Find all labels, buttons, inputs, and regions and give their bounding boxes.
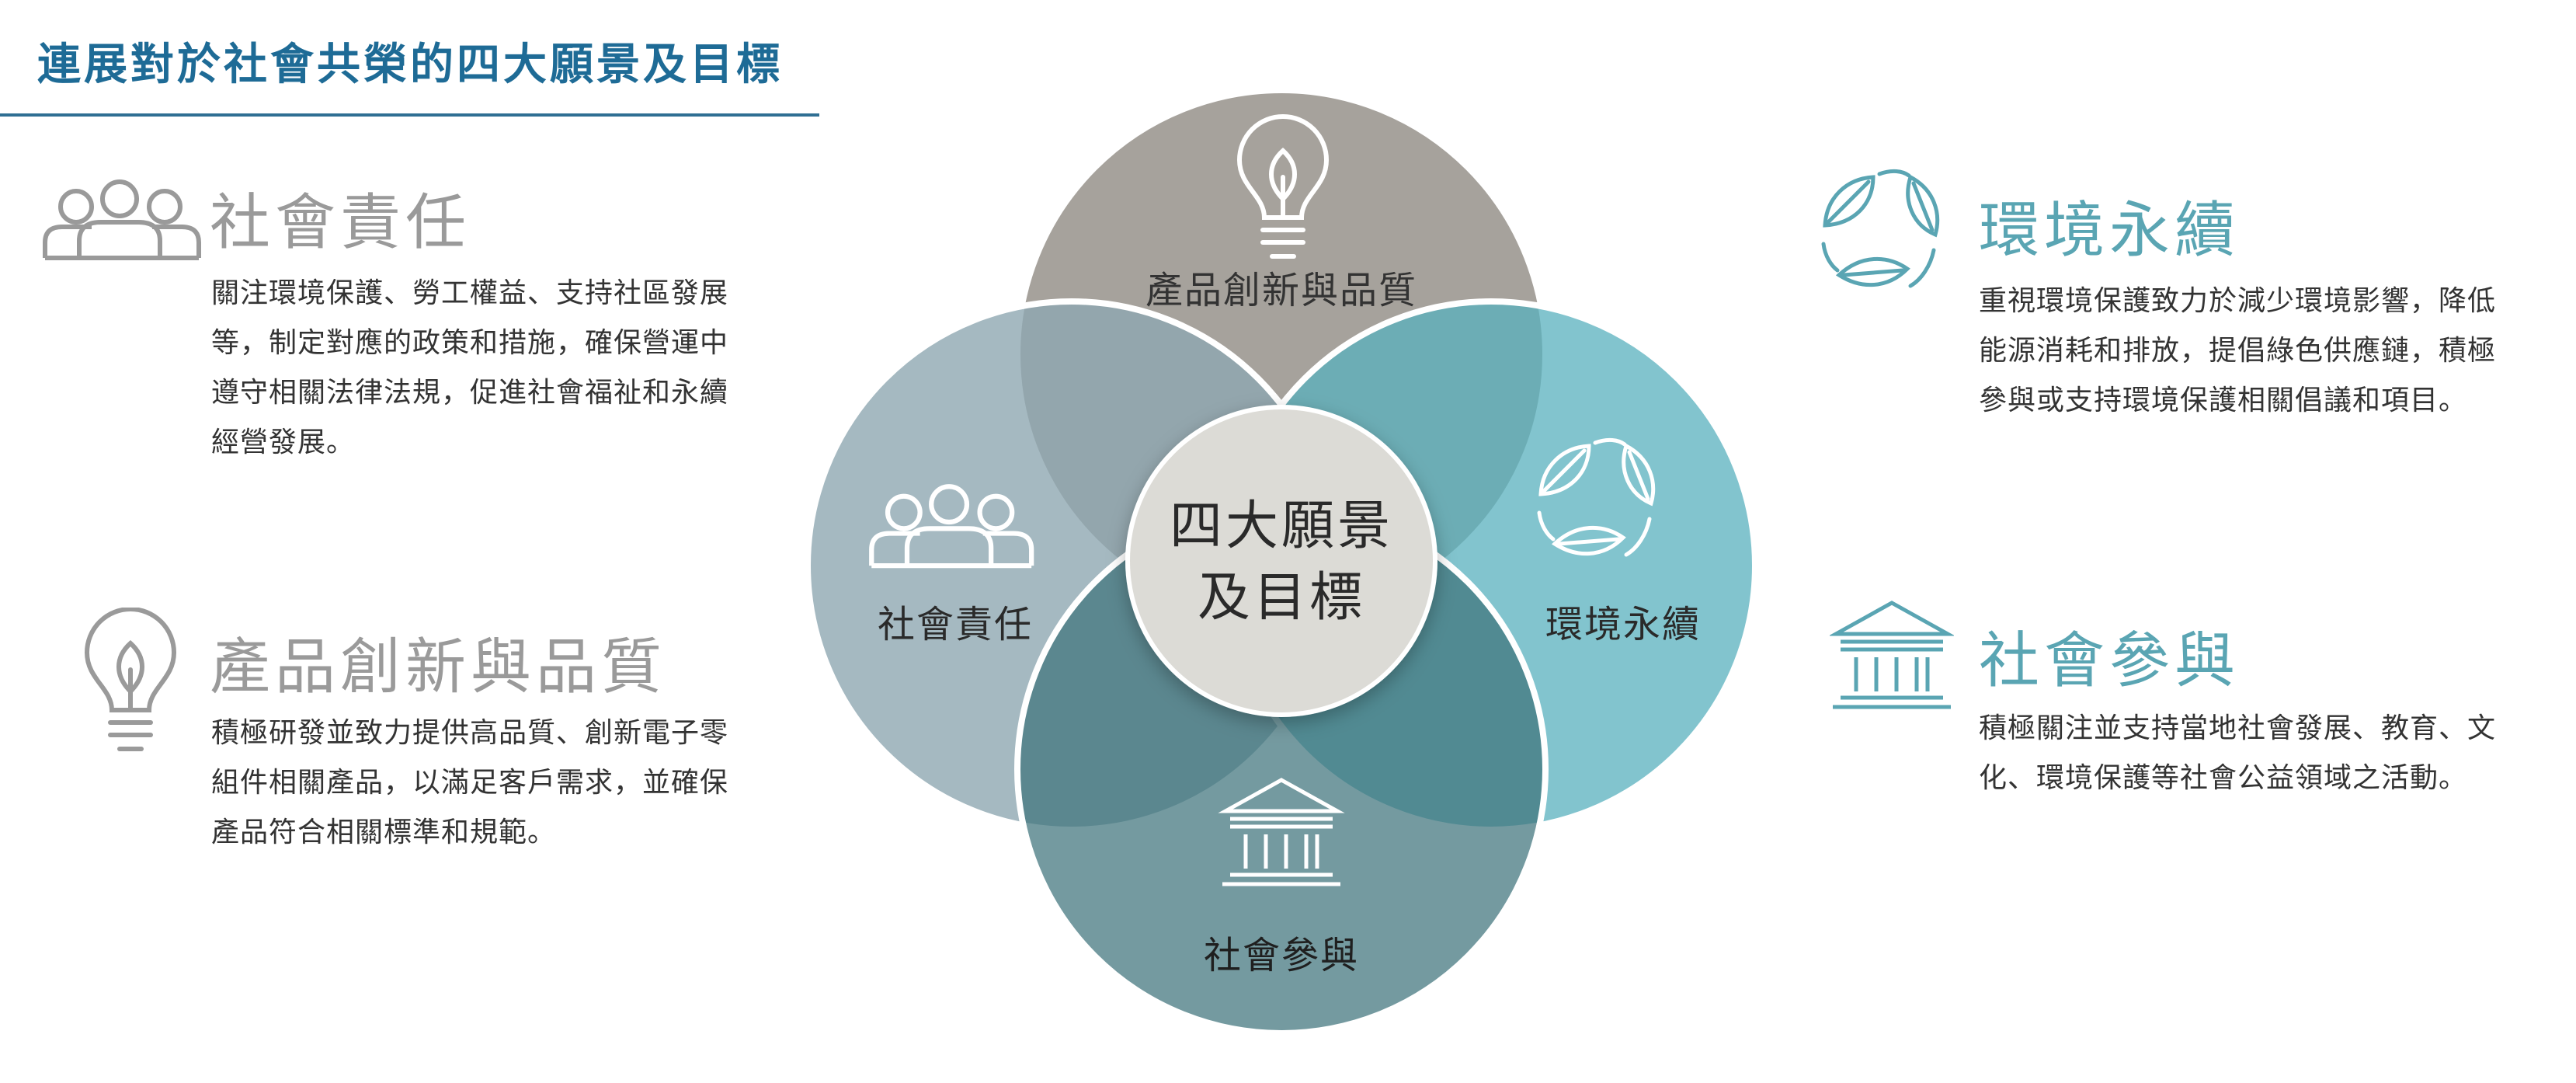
social-participation-title: 社會參與 [1979, 626, 2241, 696]
leaves-icon [1821, 169, 1940, 288]
circle-label-environmental: 環境永續 [1545, 603, 1701, 646]
page-title: 連展對於社會共榮的四大願景及目標 [37, 40, 783, 90]
institution-icon [1218, 778, 1345, 886]
social-participation-desc: 積極關注並支持當地社會發展、教育、文 化、環境保護等社會公益領域之活動。 [1979, 712, 2497, 794]
title-divider [0, 113, 819, 117]
product-innovation-title: 產品創新與品質 [210, 632, 667, 702]
people-icon [43, 179, 201, 260]
social-responsibility-desc: 關注環境保護、勞工權益、支持社區發展 等，制定對應的政策和措施，確保營運中 遵守… [211, 277, 729, 458]
circle-label-social-participation: 社會參與 [1204, 934, 1359, 977]
circle-label-product-innovation: 產品創新與品質 [1145, 269, 1417, 312]
lightbulb-icon [1236, 114, 1330, 259]
product-innovation-desc: 積極研發並致力提供高品質、創新電子零 組件相關產品，以滿足客戶需求，並確保 產品… [211, 717, 729, 848]
environmental-title: 環境永續 [1979, 196, 2241, 266]
social-responsibility-title: 社會責任 [210, 188, 471, 258]
institution-icon [1830, 601, 1954, 709]
environmental-desc: 重視環境保護致力於減少環境影響，降低 能源消耗和排放，提倡綠色供應鏈，積極 參與… [1979, 285, 2497, 416]
lightbulb-icon [84, 608, 177, 751]
center-circle [1125, 405, 1437, 717]
center-label-line2: 及目標 [1198, 567, 1365, 629]
leaves-icon [1537, 437, 1656, 557]
center-label-line1: 四大願景 [1170, 496, 1393, 557]
people-icon [869, 484, 1034, 569]
circle-label-social-responsibility: 社會責任 [878, 603, 1033, 646]
